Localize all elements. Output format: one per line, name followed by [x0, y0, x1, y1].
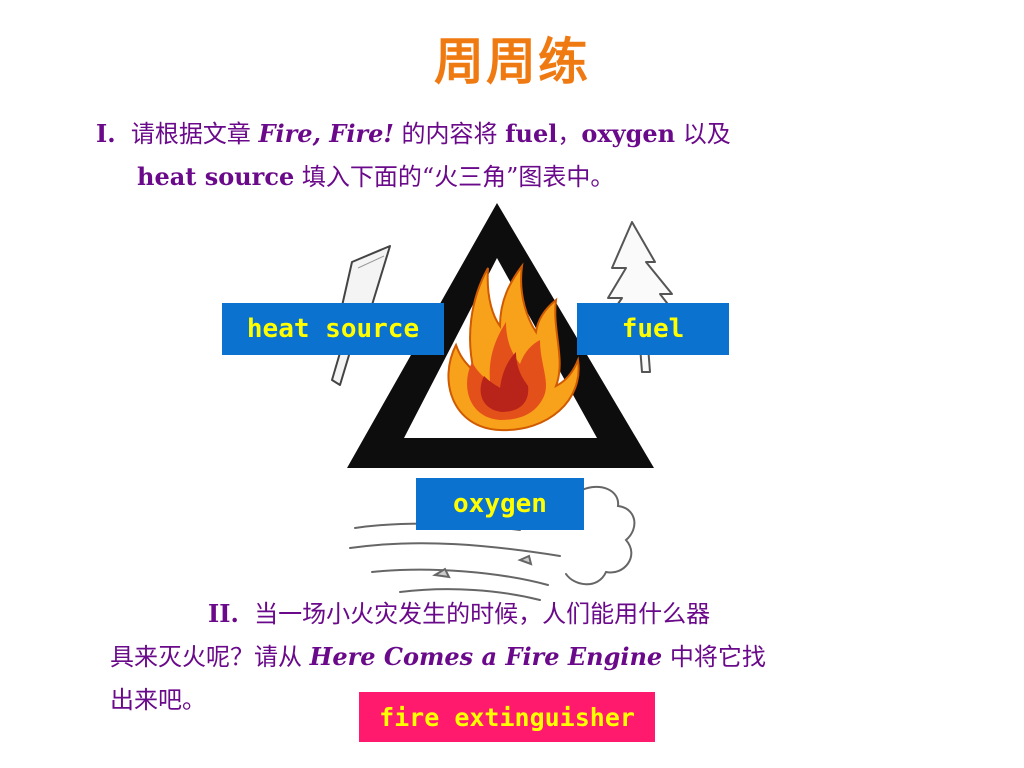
triangle-shape — [347, 203, 654, 468]
label-fuel: fuel — [577, 303, 729, 355]
q1-word-fuel: fuel — [505, 119, 558, 148]
flame-icon — [447, 262, 580, 432]
question-2-line-1: II. 当一场小火灾发生的时候，人们能用什么器 — [208, 594, 710, 629]
q1-text-2: 的内容将 — [401, 120, 498, 148]
question-1-line-2: heat source 填入下面的“火三角”图表中。 — [137, 157, 614, 192]
q2-text-1: 当一场小火灾发生的时候，人们能用什么器 — [254, 600, 711, 628]
question-1-number: I. — [96, 119, 116, 148]
page-title: 周周练 — [434, 33, 590, 91]
q2-book-title: Here Comes a Fire Engine — [309, 642, 663, 671]
q2-text-3: 中将它找 — [669, 643, 766, 671]
q1-text-1: 请根据文章 — [130, 120, 251, 148]
q1-word-oxygen: oxygen — [581, 119, 676, 148]
q1-book-title: Fire, Fire! — [258, 119, 394, 148]
question-2-line-2: 具来灭火呢？请从 Here Comes a Fire Engine 中将它找 — [110, 637, 766, 672]
q2-text-4: 出来吧。 — [110, 686, 206, 714]
q1-text-3: 以及 — [682, 120, 731, 148]
answer-fire-extinguisher: fire extinguisher — [359, 692, 655, 742]
q1-separator: ， — [557, 120, 582, 148]
q1-word-heat-source: heat source — [137, 162, 295, 191]
q1-text-4: 填入下面的“火三角”图表中。 — [301, 163, 615, 191]
question-2-number: II. — [208, 599, 239, 628]
label-oxygen: oxygen — [416, 478, 584, 530]
question-2-line-3: 出来吧。 — [110, 680, 206, 715]
label-heat-source: heat source — [222, 303, 444, 355]
question-1-line-1: I. 请根据文章 Fire, Fire! 的内容将 fuel，oxygen 以及 — [96, 114, 731, 149]
q2-text-2: 具来灭火呢？请从 — [110, 643, 302, 671]
